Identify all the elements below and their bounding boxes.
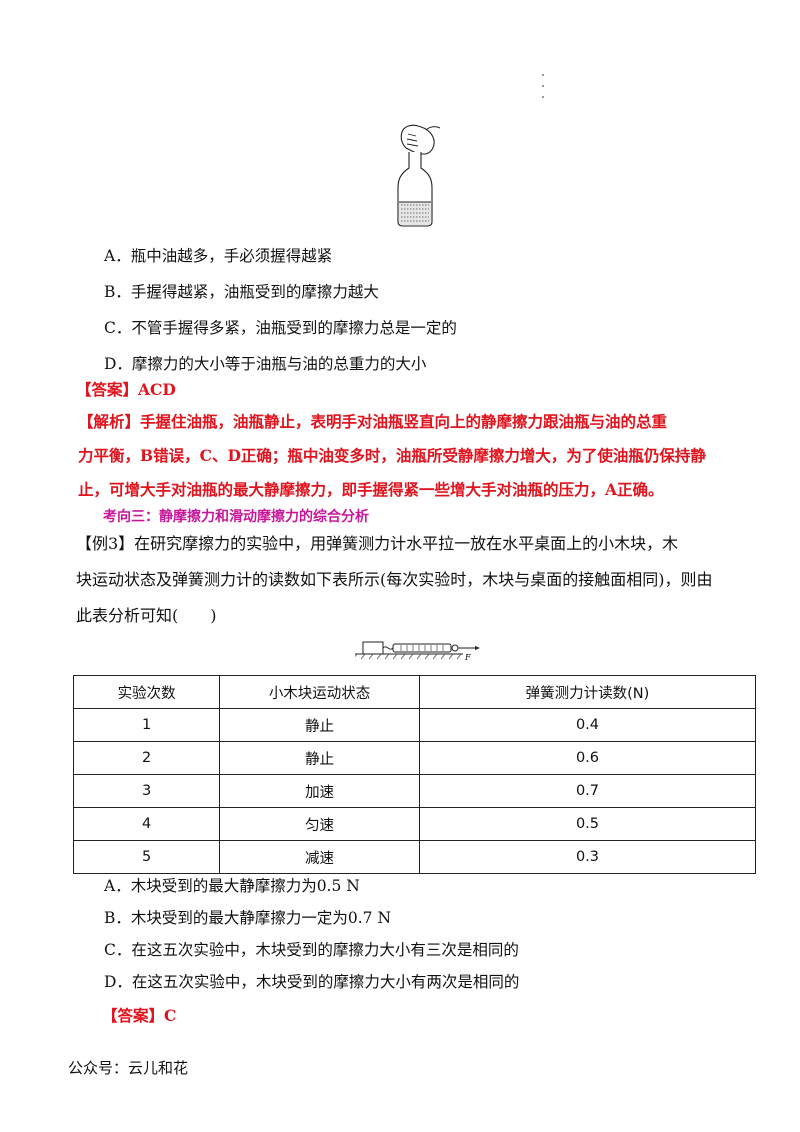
- cell-trial: 1: [72, 708, 221, 742]
- cell-state: 静止: [219, 741, 420, 775]
- cell-state: 减速: [219, 840, 420, 874]
- table-row: 4 匀速 0.5: [72, 807, 757, 841]
- header-scale-reading: 弹簧测力计读数(N): [418, 675, 757, 709]
- table-row: 2 静止 0.6: [72, 741, 757, 775]
- example-line-1: 【例3】在研究摩擦力的实验中，用弹簧测力计水平拉一放在水平桌面上的小木块，木: [76, 534, 679, 553]
- analysis-line-3: 止，可增大手对油瓶的最大静摩擦力，即手握得紧一些增大手对油瓶的压力，A正确。: [78, 480, 664, 499]
- cell-reading: 0.5: [418, 807, 757, 841]
- option-q1-a: A．瓶中油越多，手必须握得越紧: [104, 247, 333, 265]
- cell-trial: 4: [72, 807, 221, 841]
- cell-state: 匀速: [219, 807, 420, 841]
- option-q1-c: C．不管手握得多紧，油瓶受到的摩擦力总是一定的: [104, 319, 457, 337]
- header-motion-state: 小木块运动状态: [219, 675, 420, 709]
- option-q1-b: B．手握得越紧，油瓶受到的摩擦力越大: [104, 283, 379, 301]
- cell-trial: 5: [72, 840, 221, 874]
- cell-trial: 3: [72, 774, 221, 808]
- experiment-table: 实验次数 小木块运动状态 弹簧测力计读数(N) 1 静止 0.4 2 静止 0.…: [72, 675, 757, 874]
- section-title: 考向三：静摩擦力和滑动摩擦力的综合分析: [103, 509, 369, 525]
- answer-1: 【答案】ACD: [76, 380, 176, 399]
- cell-reading: 0.7: [418, 774, 757, 808]
- analysis-line-2: 力平衡，B错误，C、D正确；瓶中油变多时，油瓶所受静摩擦力增大，为了使油瓶仍保持…: [78, 446, 706, 465]
- decorative-dots: [542, 74, 548, 107]
- answer-2: 【答案】C: [102, 1006, 177, 1025]
- table-row: 3 加速 0.7: [72, 774, 757, 808]
- cell-state: 加速: [219, 774, 420, 808]
- cell-reading: 0.3: [418, 840, 757, 874]
- force-label: F: [464, 653, 471, 662]
- table-row: 1 静止 0.4: [72, 708, 757, 742]
- option-q1-d: D．摩擦力的大小等于油瓶与油的总重力的大小: [104, 355, 427, 373]
- table-header-row: 实验次数 小木块运动状态 弹簧测力计读数(N): [72, 675, 757, 709]
- cell-trial: 2: [72, 741, 221, 775]
- cell-reading: 0.6: [418, 741, 757, 775]
- example-line-3: 此表分析可知( ): [76, 606, 217, 625]
- option-q2-c: C．在这五次实验中，木块受到的摩擦力大小有三次是相同的: [104, 941, 519, 959]
- example-line-2: 块运动状态及弹簧测力计的读数如下表所示(每次实验时，木块与桌面的接触面相同)，则…: [76, 570, 713, 589]
- table-row: 5 减速 0.3: [72, 840, 757, 874]
- analysis-line-1: 【解析】手握住油瓶，油瓶静止，表明手对油瓶竖直向上的静摩擦力跟油瓶与油的总重: [78, 412, 668, 431]
- option-q2-a: A．木块受到的最大静摩擦力为0.5 N: [104, 877, 360, 895]
- cell-state: 静止: [219, 708, 420, 742]
- oil-bottle-figure: [397, 124, 441, 227]
- footer-account: 公众号：云儿和花: [68, 1059, 189, 1077]
- cell-reading: 0.4: [418, 708, 757, 742]
- header-trial-number: 实验次数: [72, 675, 221, 709]
- option-q2-d: D．在这五次实验中，木块受到的摩擦力大小有两次是相同的: [104, 973, 520, 991]
- spring-scale-figure: F: [355, 641, 480, 662]
- option-q2-b: B．木块受到的最大静摩擦力一定为0.7 N: [104, 909, 392, 927]
